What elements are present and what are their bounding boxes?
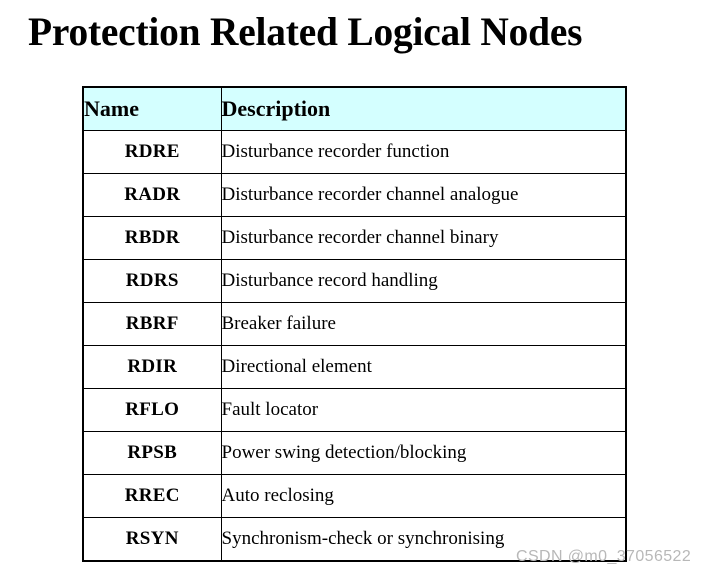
cell-name: RDRE (82, 130, 222, 174)
cell-name: RFLO (82, 388, 222, 432)
cell-name: RDIR (82, 345, 222, 389)
cell-name: RADR (82, 173, 222, 217)
cell-description: Auto reclosing (220, 474, 627, 518)
cell-name: RBDR (82, 216, 222, 260)
cell-description: Directional element (220, 345, 627, 389)
column-header-description: Description (220, 86, 627, 131)
cell-description: Fault locator (220, 388, 627, 432)
cell-name: RBRF (82, 302, 222, 346)
cell-name: RREC (82, 474, 222, 518)
table-header-row: Name Description (82, 86, 627, 131)
cell-description: Power swing detection/blocking (220, 431, 627, 475)
page-title: Protection Related Logical Nodes (28, 9, 583, 54)
cell-description: Synchronism-check or synchronising (220, 517, 627, 562)
cell-description: Disturbance record handling (220, 259, 627, 303)
cell-name: RDRS (82, 259, 222, 303)
cell-name: RSYN (82, 517, 222, 562)
cell-description: Breaker failure (220, 302, 627, 346)
cell-description: Disturbance recorder function (220, 130, 627, 174)
column-header-name: Name (82, 86, 222, 131)
cell-description: Disturbance recorder channel analogue (220, 173, 627, 217)
cell-description: Disturbance recorder channel binary (220, 216, 627, 260)
cell-name: RPSB (82, 431, 222, 475)
table-header: Name Description (82, 86, 627, 131)
